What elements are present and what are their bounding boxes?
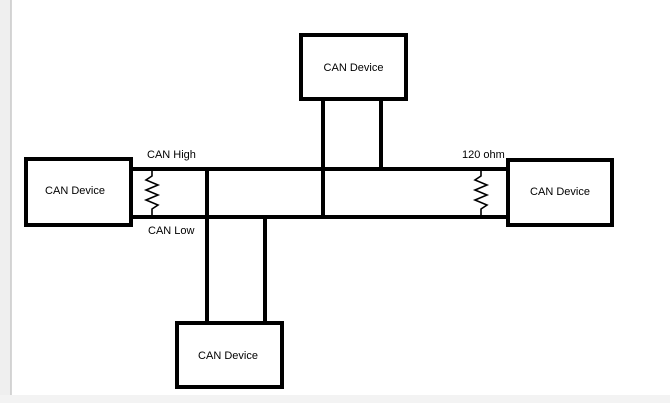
can-device-left-label: CAN Device: [45, 185, 105, 197]
can-low-label: CAN Low: [148, 225, 195, 237]
can-device-bottom: [175, 321, 284, 389]
can-device-top-label: CAN Device: [324, 62, 384, 74]
window-frame-left: [0, 0, 11, 403]
window-frame-bottom: [0, 395, 670, 403]
left-resistor-icon: [143, 169, 161, 217]
can-device-bottom-label: CAN Device: [198, 350, 258, 362]
can-device-right-label: CAN Device: [530, 186, 590, 198]
can-device-left: [24, 157, 133, 227]
right-resistor-icon: [472, 169, 490, 217]
resistor-label: 120 ohm: [462, 149, 505, 161]
can-high-label: CAN High: [147, 149, 196, 161]
can-device-right: [506, 158, 614, 227]
can-device-top: [299, 33, 408, 101]
